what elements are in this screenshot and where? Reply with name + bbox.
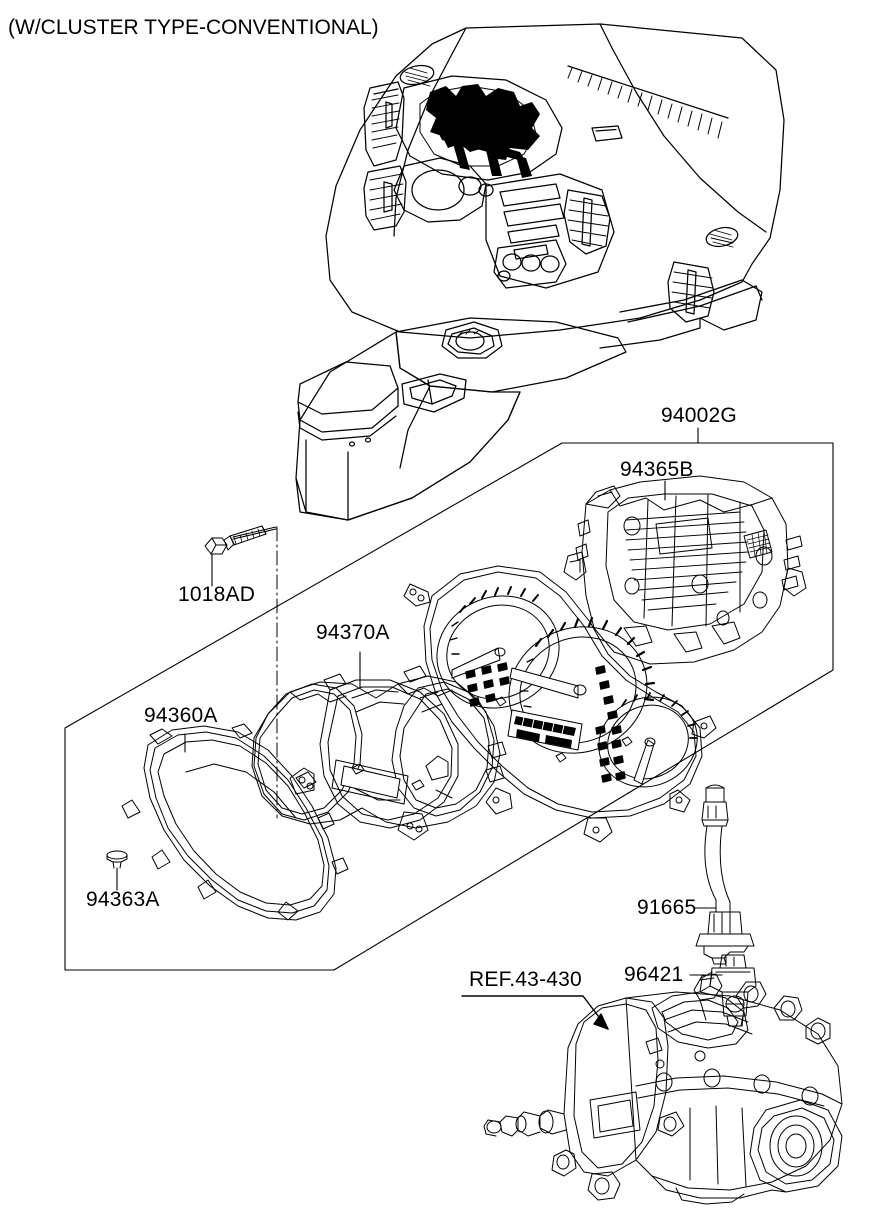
instrument-cluster-face [403,565,717,843]
part-label-96421: 96421 [624,963,684,986]
leader-lines [116,427,723,976]
center-console [295,317,627,521]
cluster-bezel [251,665,507,841]
cluster-lens [121,723,349,921]
cluster-rear-case [563,475,807,665]
cluster-clip [106,850,128,869]
part-label-94360A: 94360A [144,704,218,727]
part-label-94363A: 94363A [86,888,160,911]
part-label-94365B: 94365B [620,458,694,481]
part-label-94370A: 94370A [316,621,390,644]
part-label-94002G: 94002G [661,404,737,427]
diagram-title: (W/CLUSTER TYPE-CONVENTIONAL) [8,16,379,39]
dashboard-panel [325,23,785,349]
transmission-housing [483,973,843,1205]
reference-label-43-430: REF.43-430 [469,968,582,991]
speed-sensor-cable [695,784,755,965]
mounting-screw [204,525,267,555]
reference-callout [461,995,609,1030]
screw-callout-line [232,526,277,538]
part-label-1018AD: 1018AD [178,583,256,606]
vehicle-speed-sensor [699,954,757,1027]
assembly-boundary [64,442,834,971]
part-label-91665: 91665 [637,896,697,919]
